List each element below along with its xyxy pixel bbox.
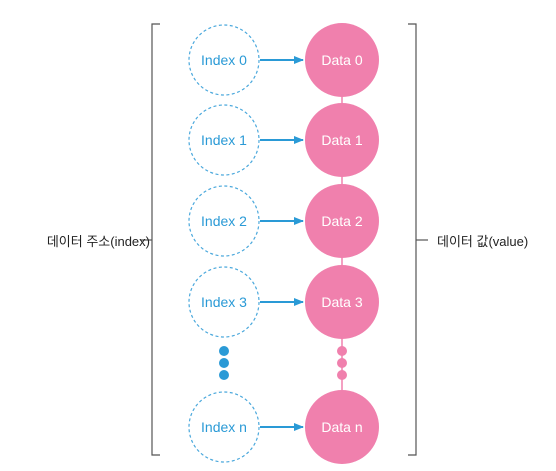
index-node [188,185,260,257]
index-node-label: Index 2 [201,213,247,229]
index-node-label: Index 1 [201,132,247,148]
index-address-label: 데이터 주소(index) [46,234,150,249]
data-node-label: Data 1 [321,132,362,148]
data-node-label: Data 0 [321,52,362,68]
index-node [188,266,260,338]
data-node [305,103,379,177]
data-node [305,184,379,258]
index-node-label: Index n [201,419,247,435]
index-node [188,24,260,96]
data-node [305,265,379,339]
data-node-label: Data 2 [321,213,362,229]
index-node [188,391,260,463]
index-ellipsis-dots [219,346,229,380]
index-node-label: Index 0 [201,52,247,68]
array-row: Index 3 Data 3 [188,265,379,339]
array-row: Index n Data n [188,390,379,464]
data-node [305,23,379,97]
data-node-label: Data 3 [321,294,362,310]
array-row: Index 1 Data 1 [188,103,379,177]
index-node-label: Index 3 [201,294,247,310]
data-value-label: 데이터 값(value) [437,234,529,249]
data-ellipsis-dots [337,346,347,380]
array-row: Index 2 Data 2 [188,184,379,258]
data-node-label: Data n [321,419,362,435]
array-row: Index 0 Data 0 [188,23,379,97]
left-bracket [151,23,160,456]
right-bracket [408,23,417,456]
data-node [305,390,379,464]
index-node [188,104,260,176]
